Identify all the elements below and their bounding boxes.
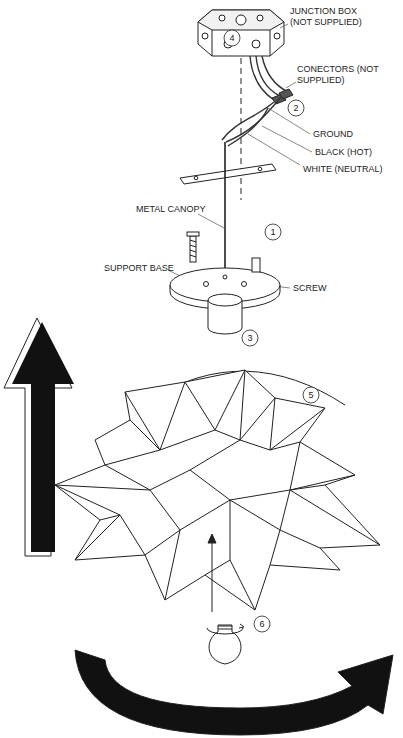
callout-circle <box>224 30 240 46</box>
leader-lines <box>168 24 312 288</box>
callout-number: 6 <box>259 619 264 629</box>
screw <box>187 232 199 262</box>
canopy-rod <box>224 142 226 270</box>
callout-circle <box>288 100 304 116</box>
callout-number: 5 <box>308 390 313 400</box>
callout-number: 2 <box>293 103 298 113</box>
junction-box <box>198 10 284 56</box>
callout-number: 3 <box>247 333 252 343</box>
fixture-wires <box>222 97 281 146</box>
mounting-strap <box>180 164 276 184</box>
wire-label: BLACK (HOT) <box>315 147 372 158</box>
light-bulb <box>207 624 244 664</box>
part-label: SUPPORT BASE <box>104 263 174 274</box>
callout-circle <box>303 387 319 403</box>
lift-arrow <box>4 318 74 556</box>
faceted-shade <box>55 370 380 610</box>
callout-circle <box>254 616 270 632</box>
callout-circle <box>242 330 258 346</box>
callout-circle <box>265 224 281 240</box>
part-label: CONECTORS (NOT SUPPLIED) <box>297 64 387 86</box>
part-label: SCREW <box>293 283 327 294</box>
support-base <box>170 258 280 334</box>
callout-number: 1 <box>270 227 275 237</box>
rotate-arrow <box>75 650 393 735</box>
callout-circles <box>224 30 319 632</box>
wire-label: WHITE (NEUTRAL) <box>303 164 383 175</box>
insert-arrow <box>208 534 216 612</box>
wire-label: GROUND <box>313 129 353 140</box>
part-label: METAL CANOPY <box>136 204 206 215</box>
part-label: JUNCTION BOX (NOT SUPPLIED) <box>290 6 380 28</box>
wire-connectors <box>272 89 293 104</box>
callout-number: 4 <box>229 33 234 43</box>
axis-line <box>241 58 242 200</box>
